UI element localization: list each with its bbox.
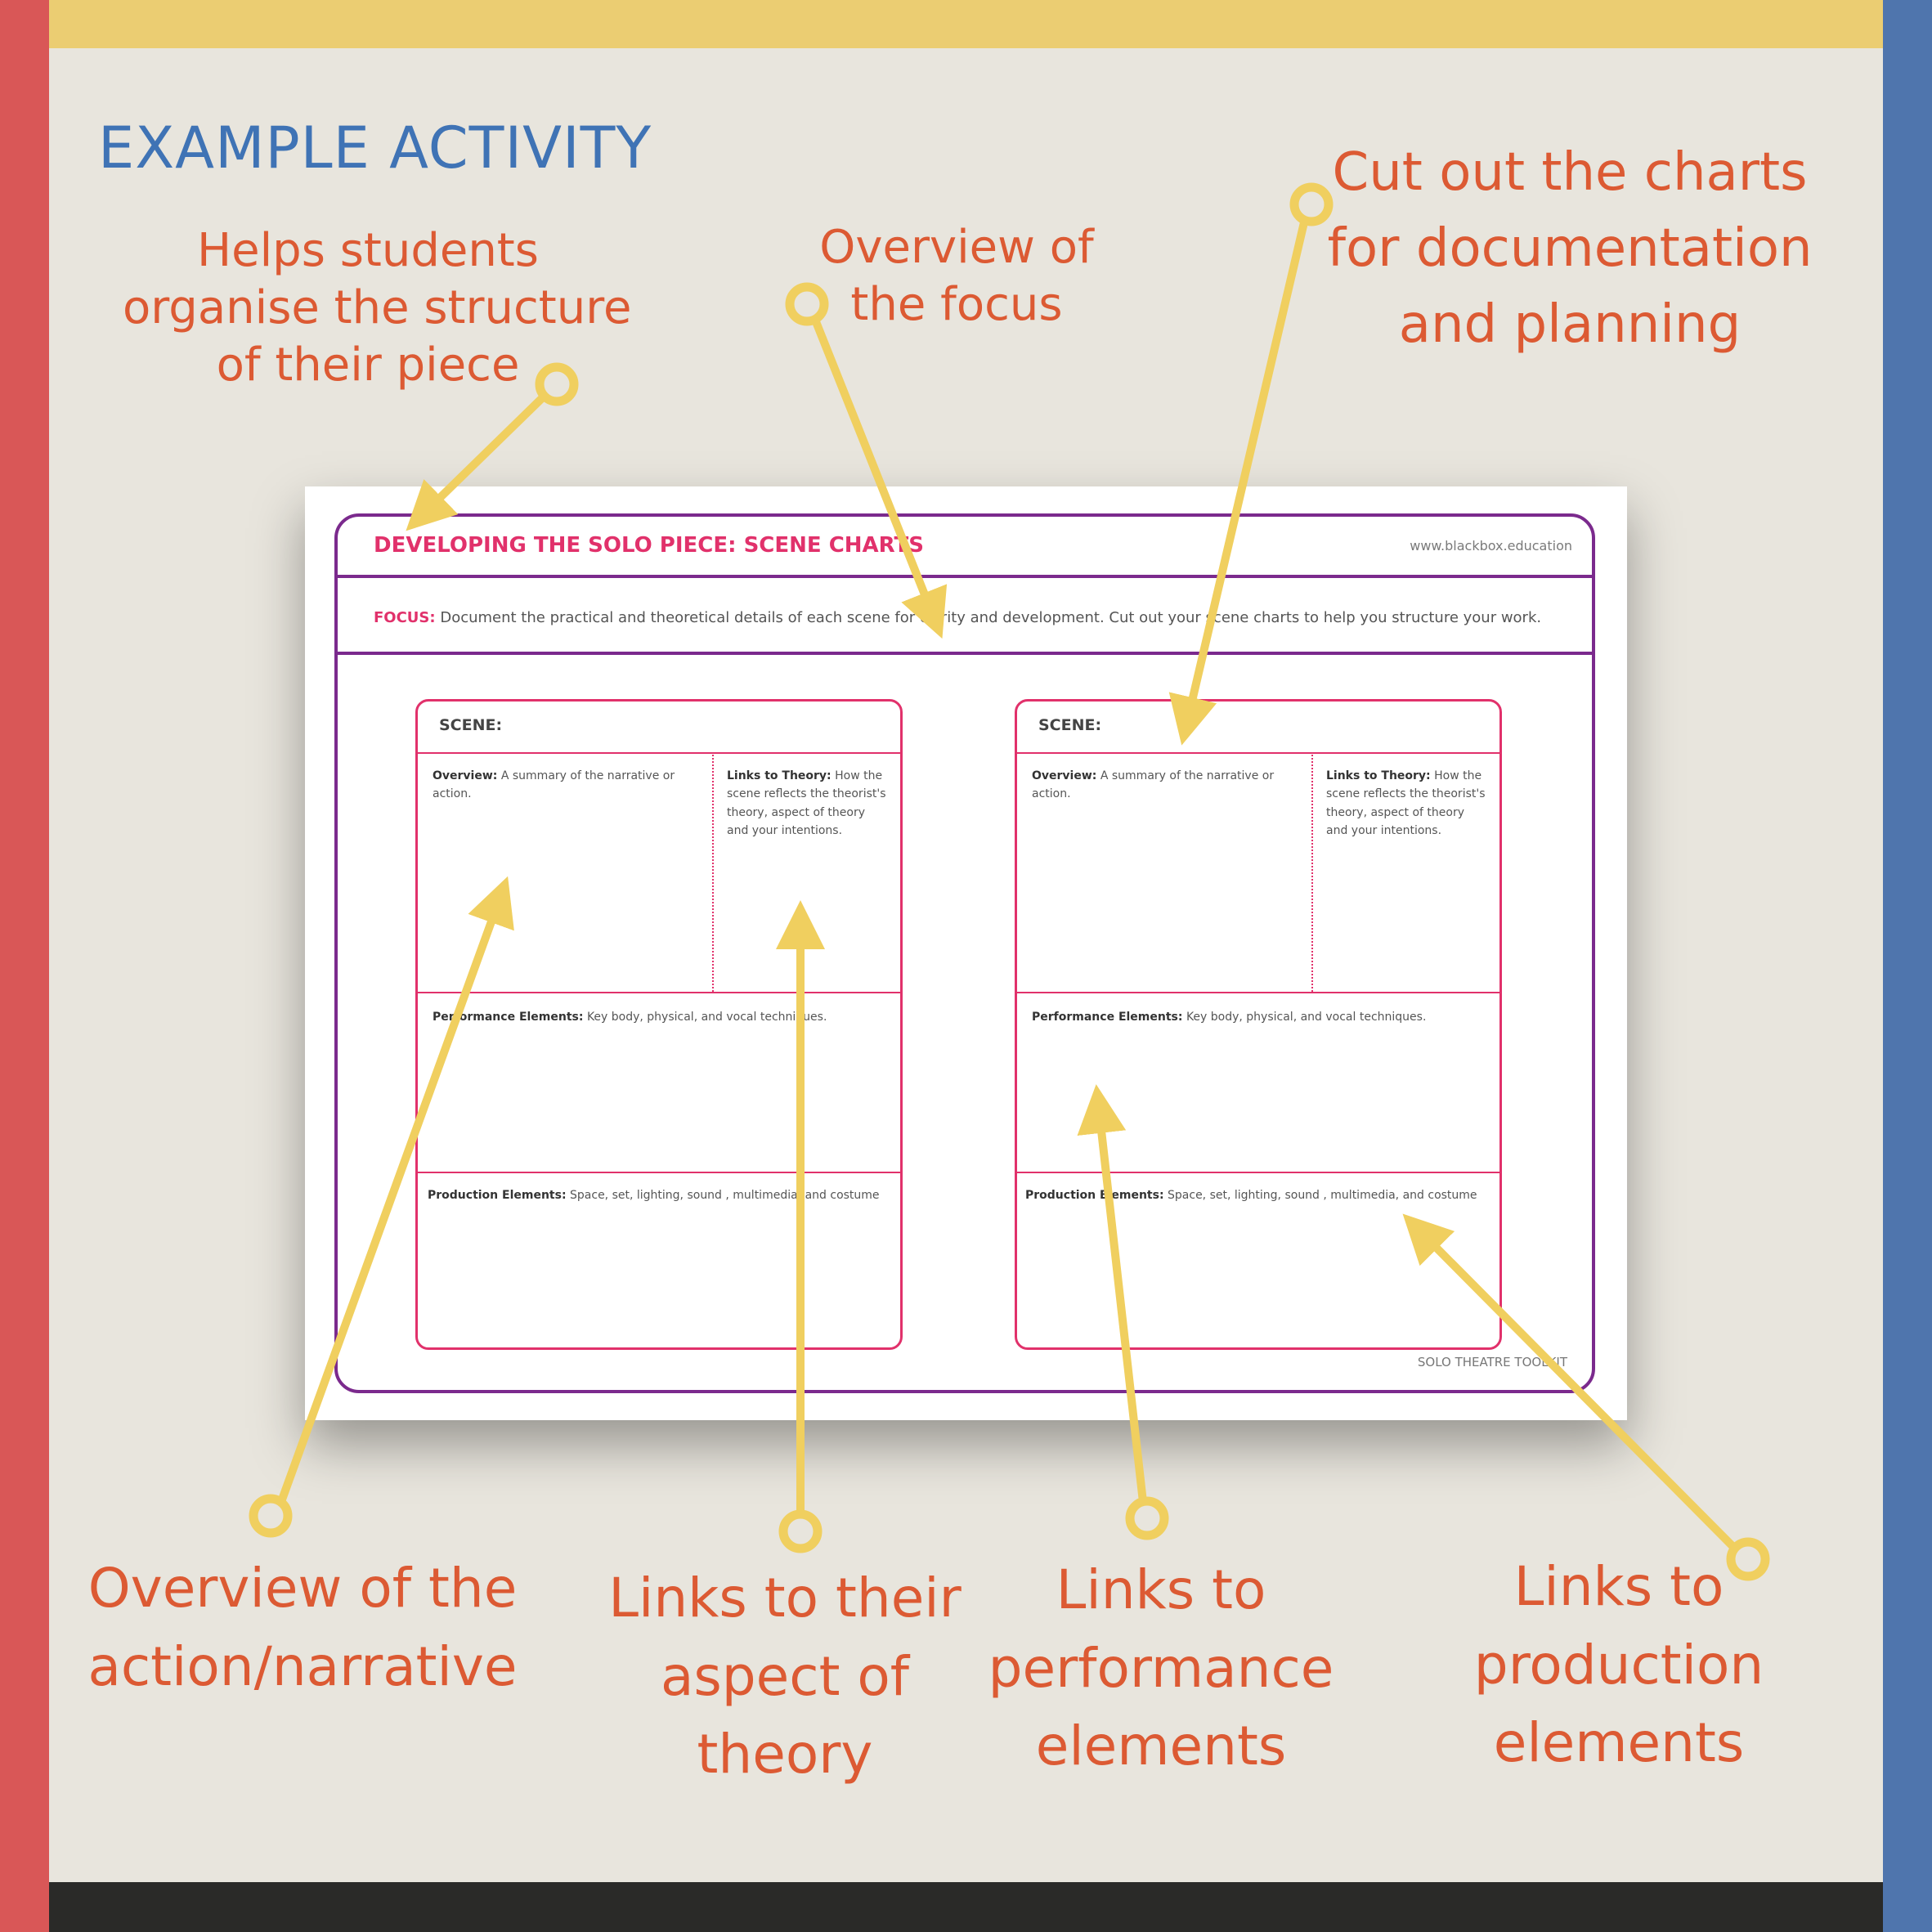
worksheet-title: DEVELOPING THE SOLO PIECE: SCENE CHARTS [374, 533, 924, 558]
bottom-color-band [49, 1882, 1883, 1932]
production-cell: Production Elements: Space, set, lightin… [1025, 1186, 1491, 1204]
links-theory-label: Links to Theory: [727, 769, 832, 782]
dotted-divider [712, 752, 714, 992]
callout-line: Overview of the [87, 1557, 518, 1620]
callout-theory: Links to their aspect of theory [589, 1559, 981, 1794]
overview-text: A summary of the narrative or action. [433, 769, 675, 801]
links-theory-cell: Links to Theory: How the scene reflects … [1326, 767, 1490, 840]
production-label: Production Elements: [1025, 1189, 1164, 1202]
callout-helps-students: Helps students organise the structure of… [123, 222, 632, 394]
performance-text: Key body, physical, and vocal techniques… [586, 1011, 827, 1024]
callout-line: of their piece [216, 338, 520, 392]
overview-label: Overview: [433, 769, 498, 782]
dotted-divider [1311, 752, 1313, 992]
focus-text: Document the practical and theoretical d… [440, 609, 1542, 626]
callout-dot [1125, 1496, 1169, 1540]
divider [338, 652, 1592, 655]
callout-line: elements [1035, 1715, 1287, 1778]
divider [418, 992, 900, 993]
performance-cell: Performance Elements: Key body, physical… [433, 1008, 890, 1026]
callout-action-narrative: Overview of the action/narrative [74, 1549, 531, 1706]
worksheet-frame: DEVELOPING THE SOLO PIECE: SCENE CHARTS … [334, 513, 1595, 1393]
divider [1017, 1172, 1499, 1173]
divider [1017, 992, 1499, 993]
overview-cell: Overview: A summary of the narrative or … [433, 767, 702, 804]
divider [338, 575, 1592, 578]
callout-line: and planning [1398, 294, 1741, 355]
callout-line: action/narrative [87, 1634, 518, 1698]
production-text: Space, set, lighting, sound , multimedia… [570, 1189, 880, 1202]
links-theory-text: and your intentions. [727, 824, 843, 838]
scene-label: SCENE: [439, 716, 503, 734]
links-theory-text: and your intentions. [1326, 824, 1442, 838]
right-color-band [1883, 0, 1932, 1932]
focus-label: FOCUS: [374, 609, 436, 626]
performance-cell: Performance Elements: Key body, physical… [1032, 1008, 1490, 1026]
callout-line: Links to their [608, 1567, 962, 1629]
links-theory-text: theory, aspect of theory [1326, 805, 1465, 819]
callout-line: elements [1493, 1711, 1745, 1775]
callout-performance: Links to performance elements [981, 1551, 1341, 1786]
links-theory-cell: Links to Theory: How the scene reflects … [727, 767, 890, 840]
divider [418, 1172, 900, 1173]
callout-line: Overview of [819, 221, 1094, 274]
links-theory-label: Links to Theory: [1326, 769, 1431, 782]
page-heading: EXAMPLE ACTIVITY [98, 114, 652, 182]
callout-line: Helps students [197, 224, 539, 277]
scene-label: SCENE: [1038, 716, 1102, 734]
scene-chart-right: SCENE: Overview: A summary of the narrat… [1015, 699, 1502, 1350]
callout-line: for documentation [1327, 217, 1813, 279]
worksheet-url: www.blackbox.education [1410, 538, 1572, 554]
links-theory-text: theory, aspect of theory [727, 805, 866, 819]
divider [1017, 752, 1499, 754]
top-color-band [49, 0, 1883, 48]
overview-label: Overview: [1032, 769, 1097, 782]
links-theory-text: How the [1434, 769, 1482, 782]
divider [418, 752, 900, 754]
production-text: Space, set, lighting, sound , multimedia… [1168, 1189, 1477, 1202]
callout-overview-focus: Overview of the focus [769, 219, 1145, 334]
callout-line: performance [988, 1636, 1334, 1700]
callout-dot [249, 1494, 293, 1538]
performance-label: Performance Elements: [433, 1011, 584, 1024]
scene-chart-left: SCENE: Overview: A summary of the narrat… [415, 699, 903, 1350]
callout-line: Links to [1056, 1558, 1266, 1621]
links-theory-text: How the [835, 769, 883, 782]
callout-line: theory [697, 1723, 873, 1786]
callout-line: the focus [850, 278, 1063, 331]
callout-production: Links to production elements [1439, 1548, 1799, 1782]
performance-text: Key body, physical, and vocal techniques… [1186, 1011, 1427, 1024]
callout-line: Cut out the charts [1332, 142, 1808, 203]
left-color-band [0, 0, 49, 1932]
callout-line: organise the structure [123, 281, 632, 334]
callout-line: Links to [1513, 1555, 1724, 1618]
links-theory-text: scene reflects the theorist's [1326, 787, 1486, 801]
overview-cell: Overview: A summary of the narrative or … [1032, 767, 1302, 804]
performance-label: Performance Elements: [1032, 1011, 1183, 1024]
links-theory-text: scene reflects the theorist's [727, 787, 886, 801]
production-cell: Production Elements: Space, set, lightin… [428, 1186, 894, 1204]
callout-line: production [1473, 1633, 1764, 1697]
production-label: Production Elements: [428, 1189, 567, 1202]
callout-dot [778, 1509, 823, 1553]
callout-cut-out-charts: Cut out the charts for documentation and… [1316, 135, 1823, 362]
overview-text: A summary of the narrative or action. [1032, 769, 1275, 801]
focus-row: FOCUS: Document the practical and theore… [374, 609, 1541, 626]
worksheet-footer: SOLO THEATRE TOOLKIT [1417, 1355, 1567, 1369]
worksheet-preview: DEVELOPING THE SOLO PIECE: SCENE CHARTS … [305, 486, 1627, 1420]
callout-line: aspect of [660, 1644, 910, 1708]
